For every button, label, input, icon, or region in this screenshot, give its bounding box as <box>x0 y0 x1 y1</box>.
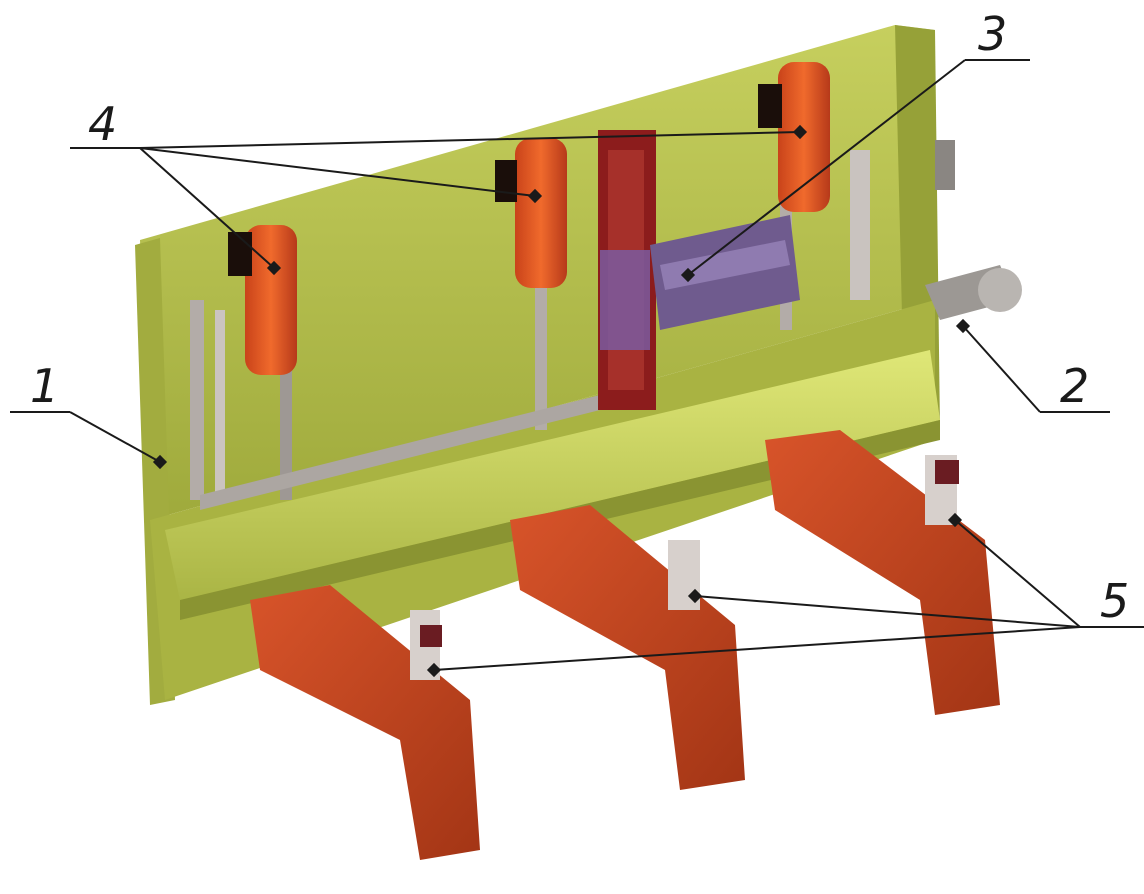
shaft-end-cap <box>978 268 1022 312</box>
contact-slot <box>228 232 252 276</box>
cross-rod <box>200 395 600 510</box>
upper-contact <box>228 225 297 375</box>
leader-line <box>694 595 1081 628</box>
rod <box>535 250 547 430</box>
terminal-bar <box>510 505 745 790</box>
shaft-bracket <box>935 140 955 190</box>
leader-point <box>955 318 971 334</box>
terminal-bolt <box>420 625 442 647</box>
contact-slot <box>758 84 782 128</box>
leader-line <box>962 325 1041 413</box>
callout-2: 2 <box>955 318 1110 413</box>
callout-label-1: 1 <box>30 359 59 413</box>
center-insulator <box>598 130 656 410</box>
callout-4: 4 <box>70 97 808 276</box>
leader-point <box>687 588 703 604</box>
leader-point <box>792 124 808 140</box>
insulator-purple-band <box>600 250 650 350</box>
lower-terminal <box>765 430 1000 715</box>
terminal-bar <box>765 430 1000 715</box>
rod <box>190 300 204 500</box>
leader-point <box>152 454 168 470</box>
callout-label-5: 5 <box>1100 574 1129 628</box>
callout-1: 1 <box>10 359 168 470</box>
callout-label-4: 4 <box>88 97 117 151</box>
rod <box>215 310 225 500</box>
leader-point <box>266 260 282 276</box>
leader-point <box>426 662 442 678</box>
leader-line <box>139 147 536 197</box>
leader-point <box>947 512 963 528</box>
rod <box>850 150 870 300</box>
lower-terminal <box>510 505 745 790</box>
leader-line <box>69 411 161 463</box>
leader-line <box>139 147 275 269</box>
rod <box>280 350 292 500</box>
contact-slot <box>495 160 517 202</box>
callout-label-2: 2 <box>1060 359 1089 413</box>
beam-face <box>165 350 940 600</box>
terminal-bolt <box>935 460 959 484</box>
contact-blade <box>778 62 830 212</box>
leader-point <box>527 188 543 204</box>
leader-point <box>680 267 696 283</box>
terminal-bar <box>250 585 480 860</box>
contact-blade <box>245 225 297 375</box>
shaft-end <box>925 140 1022 320</box>
leader-line <box>954 519 1081 628</box>
callout-3: 3 <box>680 7 1030 283</box>
contact-blade <box>515 138 567 288</box>
leader-line <box>139 131 801 149</box>
lower-terminals <box>250 430 1000 860</box>
callout-5: 5 <box>426 512 1144 678</box>
leader-line <box>687 59 966 276</box>
callout-label-3: 3 <box>978 7 1007 61</box>
leader-line <box>433 626 1081 671</box>
lower-terminal <box>250 585 480 860</box>
